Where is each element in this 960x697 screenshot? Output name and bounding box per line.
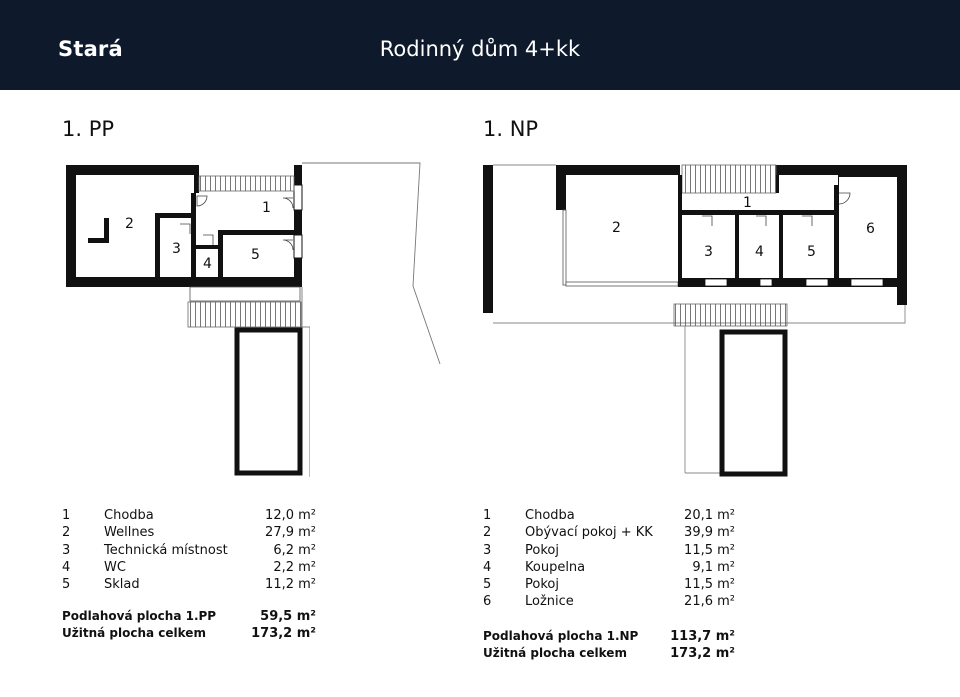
np-room-3-label: 3 bbox=[704, 244, 713, 260]
floor-title-pp: 1. PP bbox=[62, 117, 115, 141]
plan-basement: 2 3 4 1 5 bbox=[66, 162, 441, 477]
floor-title-np: 1. NP bbox=[483, 117, 539, 141]
brand-logo: Stará bbox=[58, 37, 123, 61]
page-title: Rodinný dům 4+kk bbox=[379, 37, 581, 61]
np-room-2-label: 2 bbox=[612, 220, 621, 236]
pp-room-5-label: 5 bbox=[251, 247, 260, 263]
pp-room-3-label: 3 bbox=[172, 241, 181, 257]
pp-room-4-label: 4 bbox=[203, 256, 212, 272]
header-bar: Stará Rodinný dům 4+kk bbox=[0, 0, 960, 90]
np-room-4-label: 4 bbox=[755, 244, 764, 260]
pp-room-1-label: 1 bbox=[262, 200, 271, 216]
np-room-6-label: 6 bbox=[866, 221, 875, 237]
np-room-1-label: 1 bbox=[743, 195, 752, 211]
plan-ground-floor: 2 1 3 4 5 6 bbox=[483, 164, 907, 477]
pp-room-2-label: 2 bbox=[125, 216, 134, 232]
np-room-5-label: 5 bbox=[807, 244, 816, 260]
